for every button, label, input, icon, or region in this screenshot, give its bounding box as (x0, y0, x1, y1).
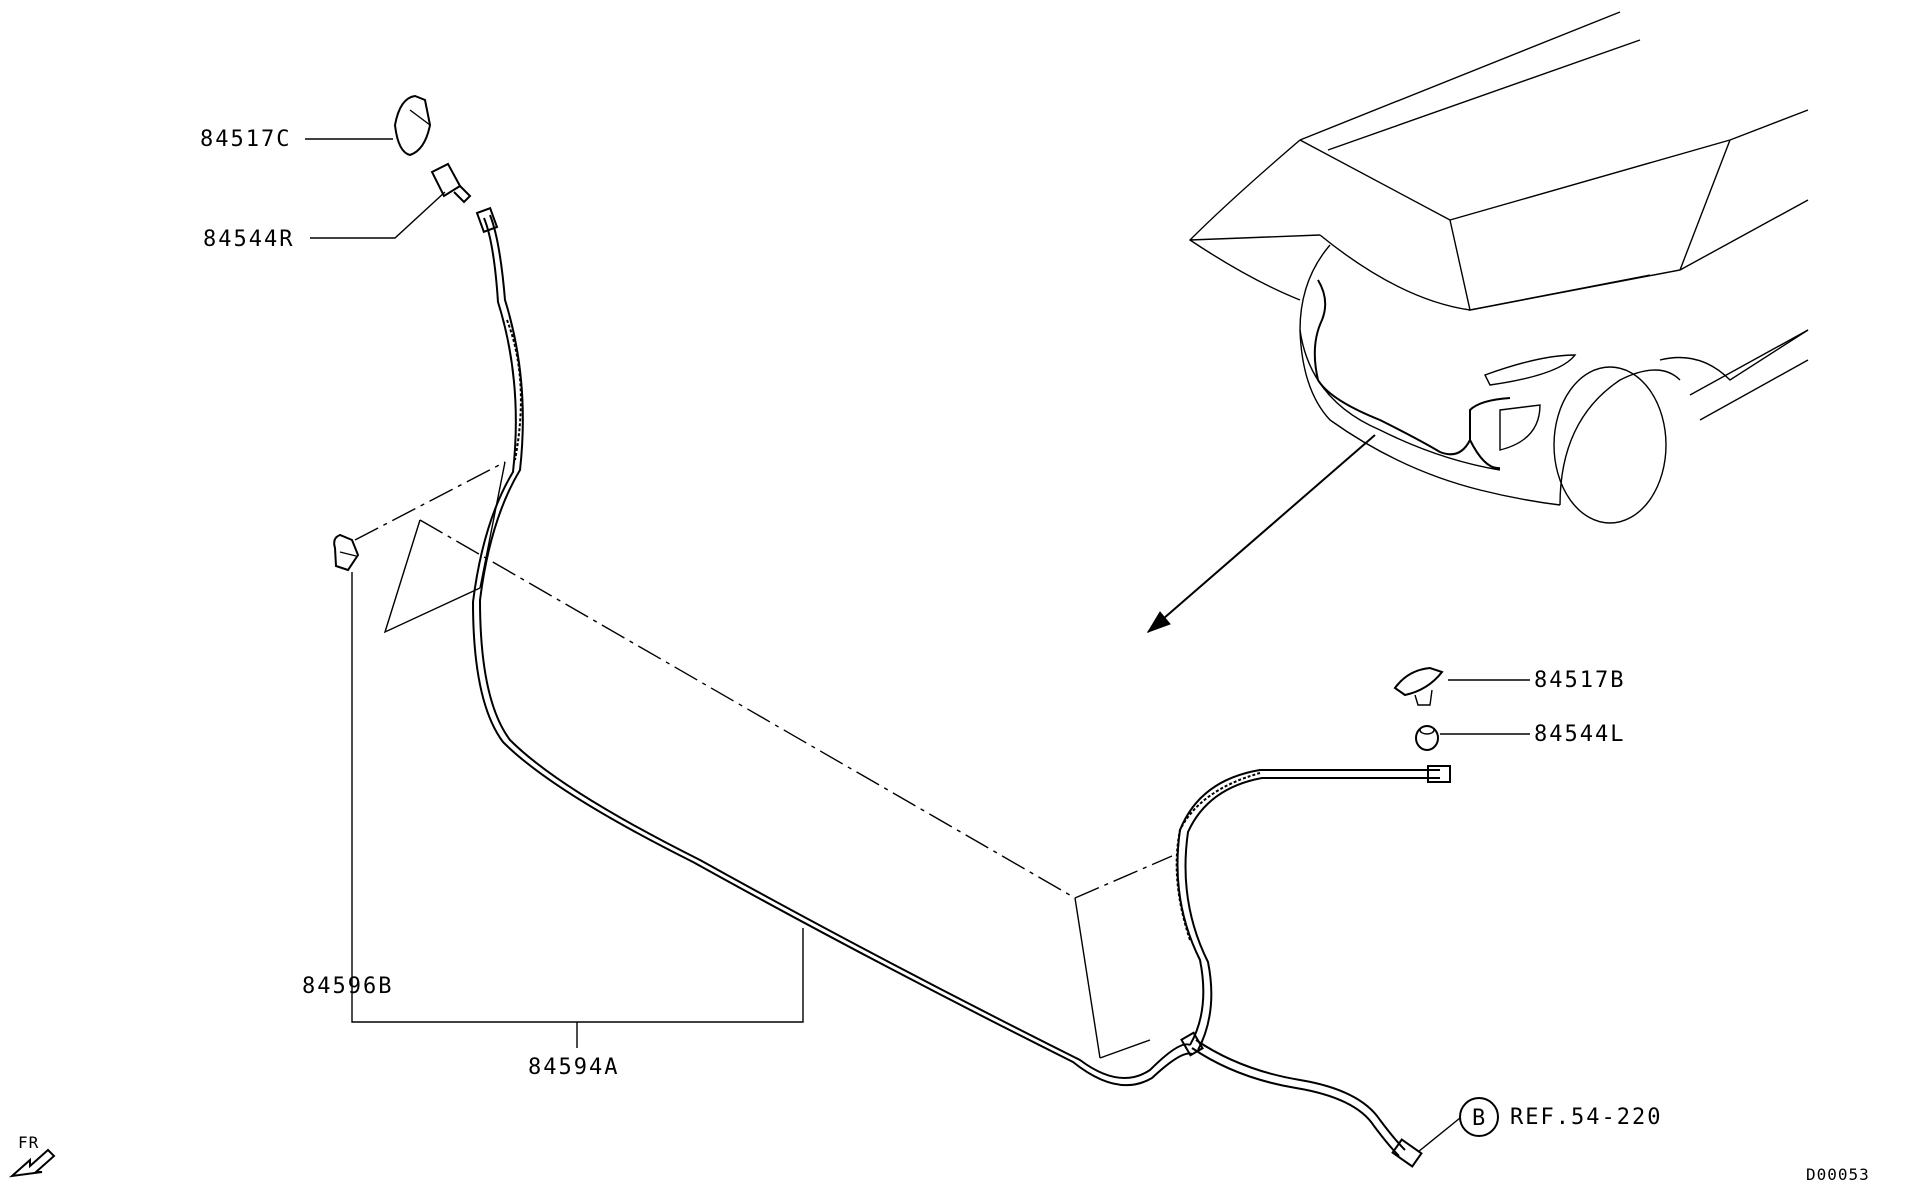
drawing-code: D00053 (1806, 1165, 1870, 1184)
vehicle-hose-route (1313, 279, 1511, 470)
reference-letter: B (1472, 1106, 1487, 1131)
label-84596B: 84596B (302, 974, 393, 999)
label-84517B: 84517B (1534, 668, 1625, 693)
front-direction-label: FR (18, 1133, 39, 1152)
front-direction-indicator: FR (8, 1133, 56, 1178)
part-84517B-nozzle-cover (1393, 666, 1444, 706)
bumper-phantom-outline (354, 461, 1173, 1059)
leader-lines (305, 138, 1530, 1153)
front-direction-arrow-icon (8, 1148, 56, 1178)
part-84596B-clip (333, 533, 360, 572)
reference-circle (1459, 1097, 1499, 1137)
part-84544R-nozzle (430, 162, 472, 204)
label-84544R: 84544R (203, 227, 294, 252)
reference-callout: B REF.54-220 (1459, 1097, 1662, 1137)
view-arrow (1146, 434, 1376, 633)
label-84544L: 84544L (1534, 722, 1625, 747)
part-84517C-nozzle-cover (393, 94, 432, 157)
label-84594A: 84594A (528, 1055, 619, 1080)
vehicle-front-outline (1188, 11, 1809, 524)
label-84517C: 84517C (200, 127, 291, 152)
hose-end-connector-left (475, 206, 499, 234)
reference-text: REF.54-220 (1510, 1105, 1662, 1130)
washer-hose-main (471, 214, 1451, 1168)
part-84544L-nozzle (1415, 725, 1439, 751)
